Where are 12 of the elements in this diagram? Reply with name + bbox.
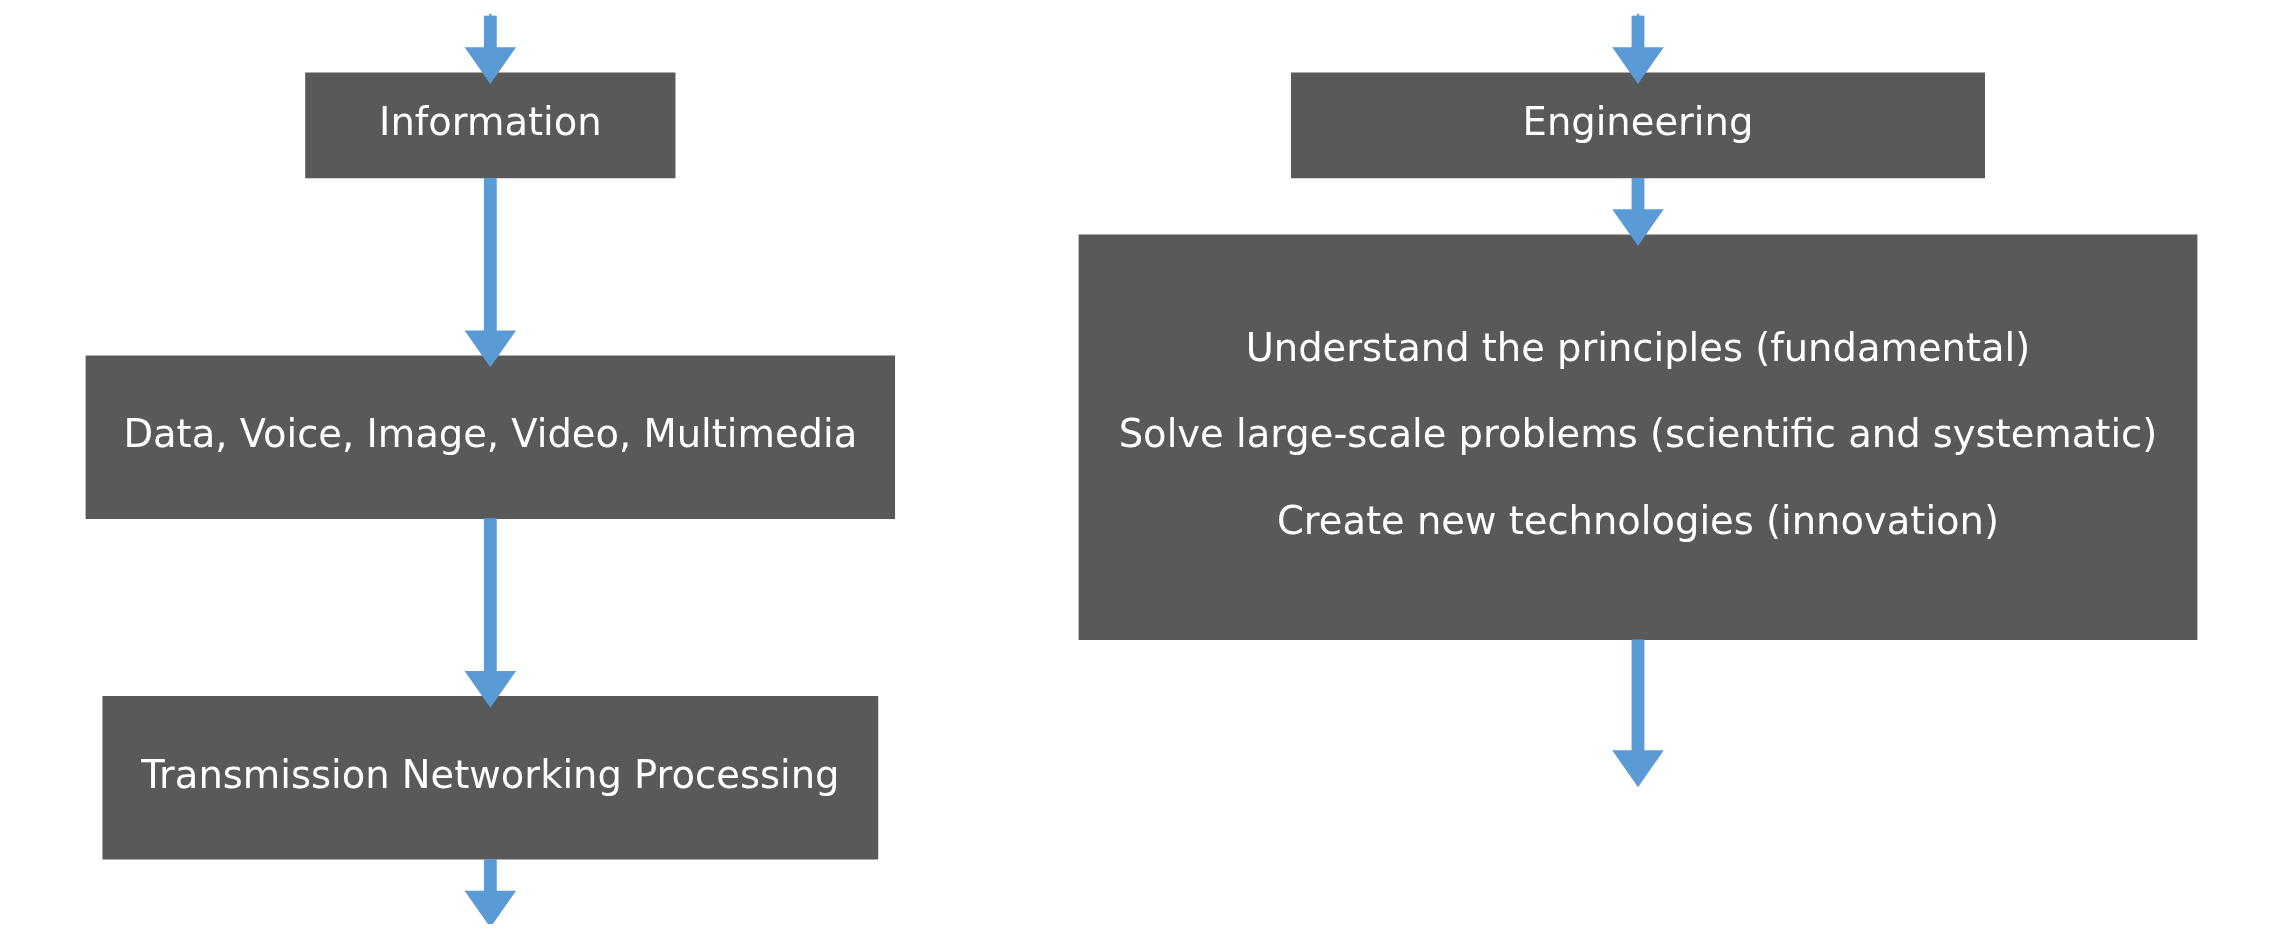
arrow [464,15,516,84]
arrow [464,177,516,368]
node-box: Transmission Networking Processing [101,696,878,860]
arrow [464,518,516,708]
arrow [1611,639,1664,788]
node-box: Data, Voice, Image, Video, Multimedia [85,355,895,519]
arrow [464,859,516,924]
arrow [1611,177,1664,247]
node-box: Understand the principles (fundamental) Solve large-scale problems (scientific and systematic) Create new technologies (innovation) [1078,234,2197,640]
node-box: Information [304,72,675,179]
arrow [1611,15,1664,84]
node-box: Engineering [1290,72,1985,179]
